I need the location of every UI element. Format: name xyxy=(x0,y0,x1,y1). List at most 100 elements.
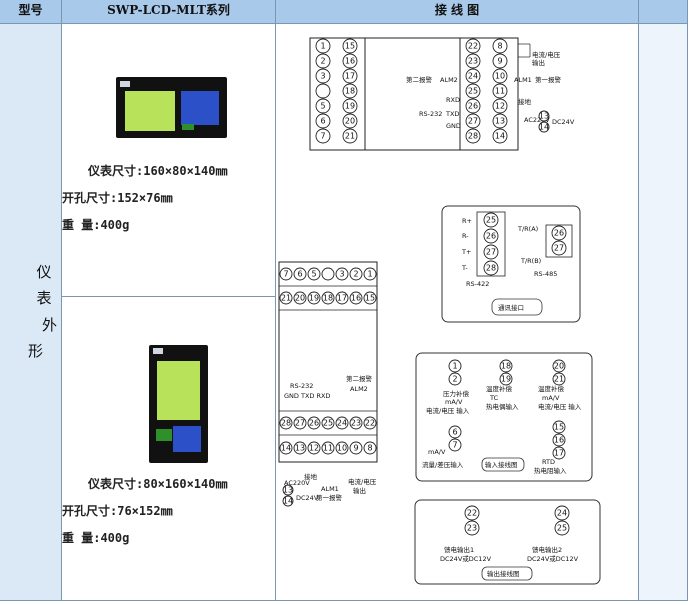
terminal-circle xyxy=(293,416,307,430)
terminal-circle xyxy=(483,244,499,260)
d1-rxd: RXD xyxy=(446,96,460,104)
d2-alm2: ALM2 xyxy=(350,385,368,393)
input-tc: TC xyxy=(489,394,499,402)
terminal-circle xyxy=(342,38,358,54)
d2-terminal: 12 xyxy=(309,444,319,453)
comm-title: 通讯接口 xyxy=(498,303,524,312)
header-series: SWP-LCD-MLT系列 xyxy=(62,0,276,24)
terminal-circle xyxy=(492,128,508,144)
d2-first-alarm: 第一报警 xyxy=(316,493,343,502)
d2-ac220: AC220V xyxy=(284,479,310,487)
d1-gnd: GND xyxy=(446,122,461,130)
d2-terminal: 28 xyxy=(281,419,291,428)
input-tc-in: 热电偶输入 xyxy=(486,402,519,411)
side-char-1: 仪 xyxy=(36,263,52,281)
input-pressure: 压力补偿 xyxy=(443,389,470,398)
terminal-circle xyxy=(492,53,508,69)
comm-tr-b: T/R(B) xyxy=(520,257,541,265)
terminal-circle xyxy=(349,416,363,430)
rs485-terminal: 27 xyxy=(554,244,564,253)
input-terminal: 2 xyxy=(452,375,457,384)
d1-ac-terminal: 14 xyxy=(539,123,549,132)
terminal-circle xyxy=(465,113,481,129)
d2-terminal: 25 xyxy=(323,419,333,428)
terminal-circle xyxy=(363,267,377,281)
d1-terminal: 7 xyxy=(320,132,325,141)
comm-r-minus: R- xyxy=(462,232,469,240)
d2-dc24: DC24V xyxy=(296,494,319,502)
terminal-circle xyxy=(554,520,570,536)
d2-ac-terminal: 13 xyxy=(283,486,293,495)
terminal-circle xyxy=(335,291,349,305)
d1-terminal: 8 xyxy=(497,42,502,51)
terminal-circle xyxy=(335,267,349,281)
terminal-circle xyxy=(492,68,508,84)
terminal-circle xyxy=(483,260,499,276)
output-feed1: 馈电输出1 xyxy=(444,545,474,554)
d2-terminal: 7 xyxy=(283,270,288,279)
output-dc2: DC24V或DC12V xyxy=(527,554,579,563)
d1-terminal: 20 xyxy=(345,117,355,126)
d1-terminal: 21 xyxy=(345,132,355,141)
d2-terminal: 6 xyxy=(297,270,302,279)
terminal-circle xyxy=(315,113,331,129)
d1-second-alarm: 第二报警 xyxy=(406,75,433,84)
terminal-circle xyxy=(321,291,335,305)
terminal-circle xyxy=(335,441,349,455)
terminal-circle xyxy=(492,38,508,54)
meter2-size: 仪表尺寸:80×160×140㎜ xyxy=(88,477,228,491)
d1-terminal: 15 xyxy=(345,42,355,51)
terminal-circle xyxy=(293,441,307,455)
terminal-circle xyxy=(483,228,499,244)
comm-t-plus: T+ xyxy=(461,248,471,256)
side-char-4: 形 xyxy=(28,342,44,360)
input-terminal: 19 xyxy=(501,375,511,384)
terminal-circle xyxy=(349,267,363,281)
terminal-circle xyxy=(321,267,335,281)
terminal-circle xyxy=(342,98,358,114)
terminal-circle xyxy=(492,83,508,99)
terminal-circle xyxy=(315,83,331,99)
input-current-in-2: 电流/电压 输入 xyxy=(538,402,582,411)
terminal-circle xyxy=(321,441,335,455)
output-feed2: 馈电输出2 xyxy=(532,545,562,554)
terminal-circle xyxy=(465,83,481,99)
d1-terminal: 10 xyxy=(495,72,505,81)
terminal-circle xyxy=(307,291,321,305)
d2-terminal: 18 xyxy=(323,294,333,303)
rs422-terminal: 26 xyxy=(486,232,496,241)
terminal-circle xyxy=(315,53,331,69)
header-empty xyxy=(639,0,688,24)
terminal-circle xyxy=(321,416,335,430)
d2-terminal: 15 xyxy=(365,294,375,303)
terminal-circle xyxy=(282,484,294,496)
input-ma-v: mA/V xyxy=(445,398,463,406)
input-temp-comp-2: 温度补偿 xyxy=(538,384,565,393)
meter1-cell: 仪表尺寸:160×80×140㎜ 开孔尺寸:152×76㎜ 重 量:400g xyxy=(62,24,276,297)
input-terminal: 20 xyxy=(554,362,564,371)
d1-terminal: 1 xyxy=(320,42,325,51)
output-terminal: 22 xyxy=(467,509,477,518)
d1-terminal: 13 xyxy=(495,117,505,126)
d1-ac-terminal: 13 xyxy=(539,112,549,121)
comm-rs422: RS-422 xyxy=(466,280,489,288)
input-terminal: 17 xyxy=(554,449,564,458)
comm-t-minus: T- xyxy=(461,264,468,272)
d2-terminal: 13 xyxy=(295,444,305,453)
terminal-circle xyxy=(279,267,293,281)
terminal-circle xyxy=(538,110,550,122)
output-terminal: 25 xyxy=(557,524,567,533)
d1-terminal: 9 xyxy=(497,57,502,66)
d1-terminal: 19 xyxy=(345,102,355,111)
d2-terminal: 16 xyxy=(351,294,361,303)
d2-second-alarm: 第二报警 xyxy=(346,374,373,383)
input-flow-in: 流量/差压输入 xyxy=(422,460,464,469)
terminal-circle xyxy=(335,416,349,430)
terminal-circle xyxy=(349,441,363,455)
terminal-circle xyxy=(552,433,566,447)
input-terminal: 18 xyxy=(501,362,511,371)
input-title: 输入接线图 xyxy=(485,460,518,469)
d1-terminal: 3 xyxy=(320,72,325,81)
